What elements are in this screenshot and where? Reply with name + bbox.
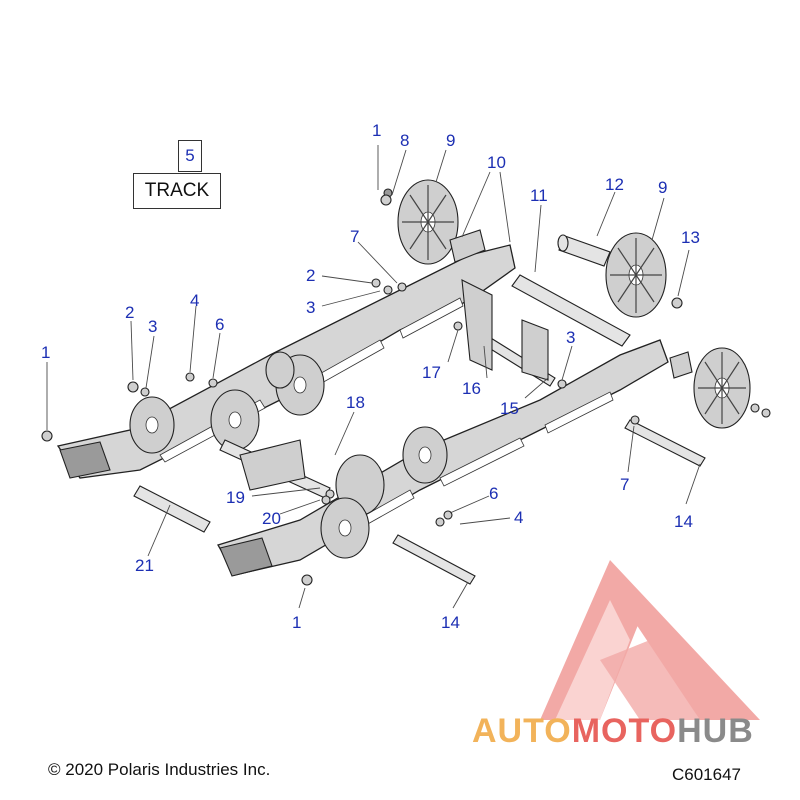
callout-3-left: 3 (148, 317, 157, 336)
callout-2-left: 2 (125, 303, 134, 322)
wheel-rear-right (693, 347, 751, 429)
watermark-text-auto: AUTO (472, 712, 572, 750)
callout-13: 13 (681, 228, 700, 247)
callout-9-left: 9 (446, 131, 455, 150)
callout-15: 15 (500, 399, 519, 418)
leader-lines (46, 145, 701, 609)
callout-21: 21 (135, 556, 154, 575)
wheel-9-right (605, 232, 667, 318)
callout-6-left: 6 (215, 315, 224, 334)
wheel-9-left (397, 179, 459, 265)
track-label: TRACK (133, 173, 221, 209)
callout-4-left: 4 (190, 291, 199, 310)
brackets (239, 229, 693, 491)
callout-1-top: 1 (372, 121, 381, 140)
callout-7-top: 7 (350, 227, 359, 246)
callout-12: 12 (605, 175, 624, 194)
callout-3-mid: 3 (566, 328, 575, 347)
callout-14-right: 14 (674, 512, 693, 531)
watermark-text-moto: MOTO (571, 712, 678, 750)
callout-10: 10 (487, 153, 506, 172)
rail-wheels (129, 351, 448, 559)
callout-7-right: 7 (620, 475, 629, 494)
figure-code: C601647 (672, 765, 742, 784)
callout-2-top: 2 (306, 266, 315, 285)
watermark-logo (540, 560, 760, 720)
hardware (41, 188, 771, 586)
callout-1-left: 1 (41, 343, 50, 362)
callout-4-mid: 4 (514, 508, 523, 527)
callout-9-right: 9 (658, 178, 667, 197)
callout-6-mid: 6 (489, 484, 498, 503)
callout-14-bottom: 14 (441, 613, 460, 632)
callout-17: 17 (422, 363, 441, 382)
callout-18: 18 (346, 393, 365, 412)
callout-11: 11 (530, 186, 548, 205)
track-callout-number: 5 (178, 140, 202, 172)
callout-1-bottom: 1 (292, 613, 301, 632)
copyright-notice: © 2020 Polaris Industries Inc. (48, 760, 271, 779)
callout-19: 19 (226, 488, 245, 507)
callout-8: 8 (400, 131, 409, 150)
callout-numbers: 1 8 9 10 12 9 11 13 7 2 3 4 2 3 6 1 3 17… (41, 121, 700, 632)
watermark-text-hub: HUB (677, 712, 754, 750)
callout-20: 20 (262, 509, 281, 528)
callout-16: 16 (462, 379, 481, 398)
callout-3-top: 3 (306, 298, 315, 317)
watermark-text: AUTOMOTOHUB (472, 712, 754, 751)
